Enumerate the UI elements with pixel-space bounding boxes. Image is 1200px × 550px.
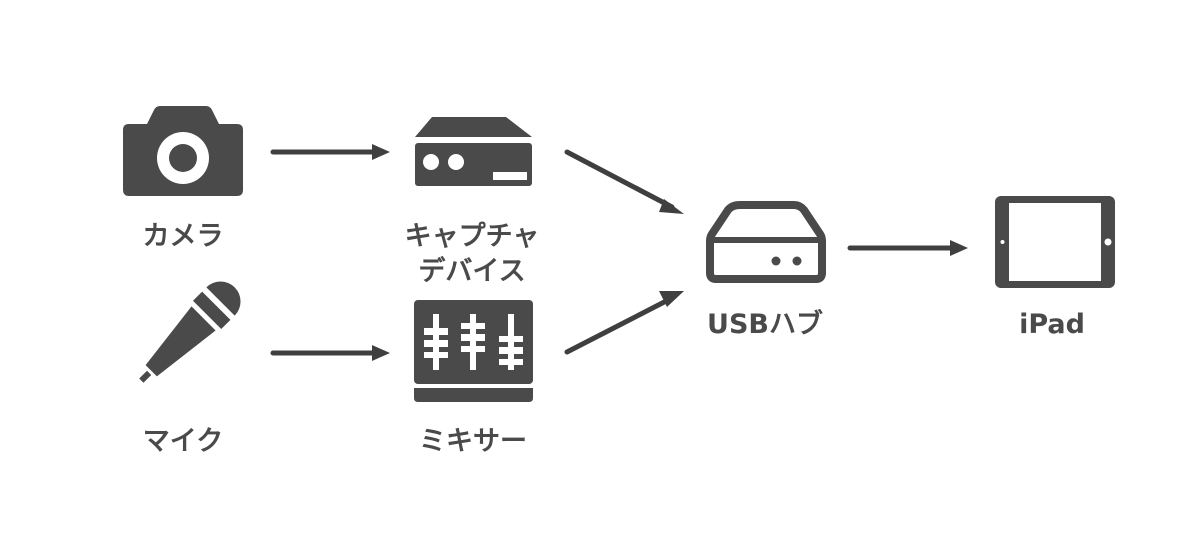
mixer-label-text: ミキサー [419,426,527,457]
camera-icon [123,106,243,196]
microphone-label: マイク [143,424,223,459]
arrow-mixer-to-usb-hub [564,291,684,355]
ipad-label: iPad [1019,307,1085,342]
camera-label-text: カメラ [142,221,224,252]
arrow-usb-hub-to-ipad [847,240,968,256]
capture-device-label-line-2: デバイス [418,256,526,287]
mixer-label: ミキサー [419,424,527,459]
capture-device-icon [415,117,532,186]
usb-hub-label: USBハブ [707,307,823,342]
arrow-camera-to-capture [270,144,390,160]
capture-device-label: キャプチャ デバイス [405,219,540,289]
microphone-icon [139,281,241,383]
microphone-label-text: マイク [142,426,224,457]
arrow-mic-to-mixer [270,345,390,361]
usb-hub-icon [706,201,826,283]
capture-device-label-line-1: キャプチャ [404,221,540,252]
ipad-icon [995,196,1115,288]
usb-hub-label-text: USBハブ [707,309,823,340]
arrow-capture-to-usb-hub [564,149,684,214]
camera-label: カメラ [143,219,224,254]
mixer-icon [414,300,533,402]
ipad-label-text: iPad [1019,309,1085,340]
